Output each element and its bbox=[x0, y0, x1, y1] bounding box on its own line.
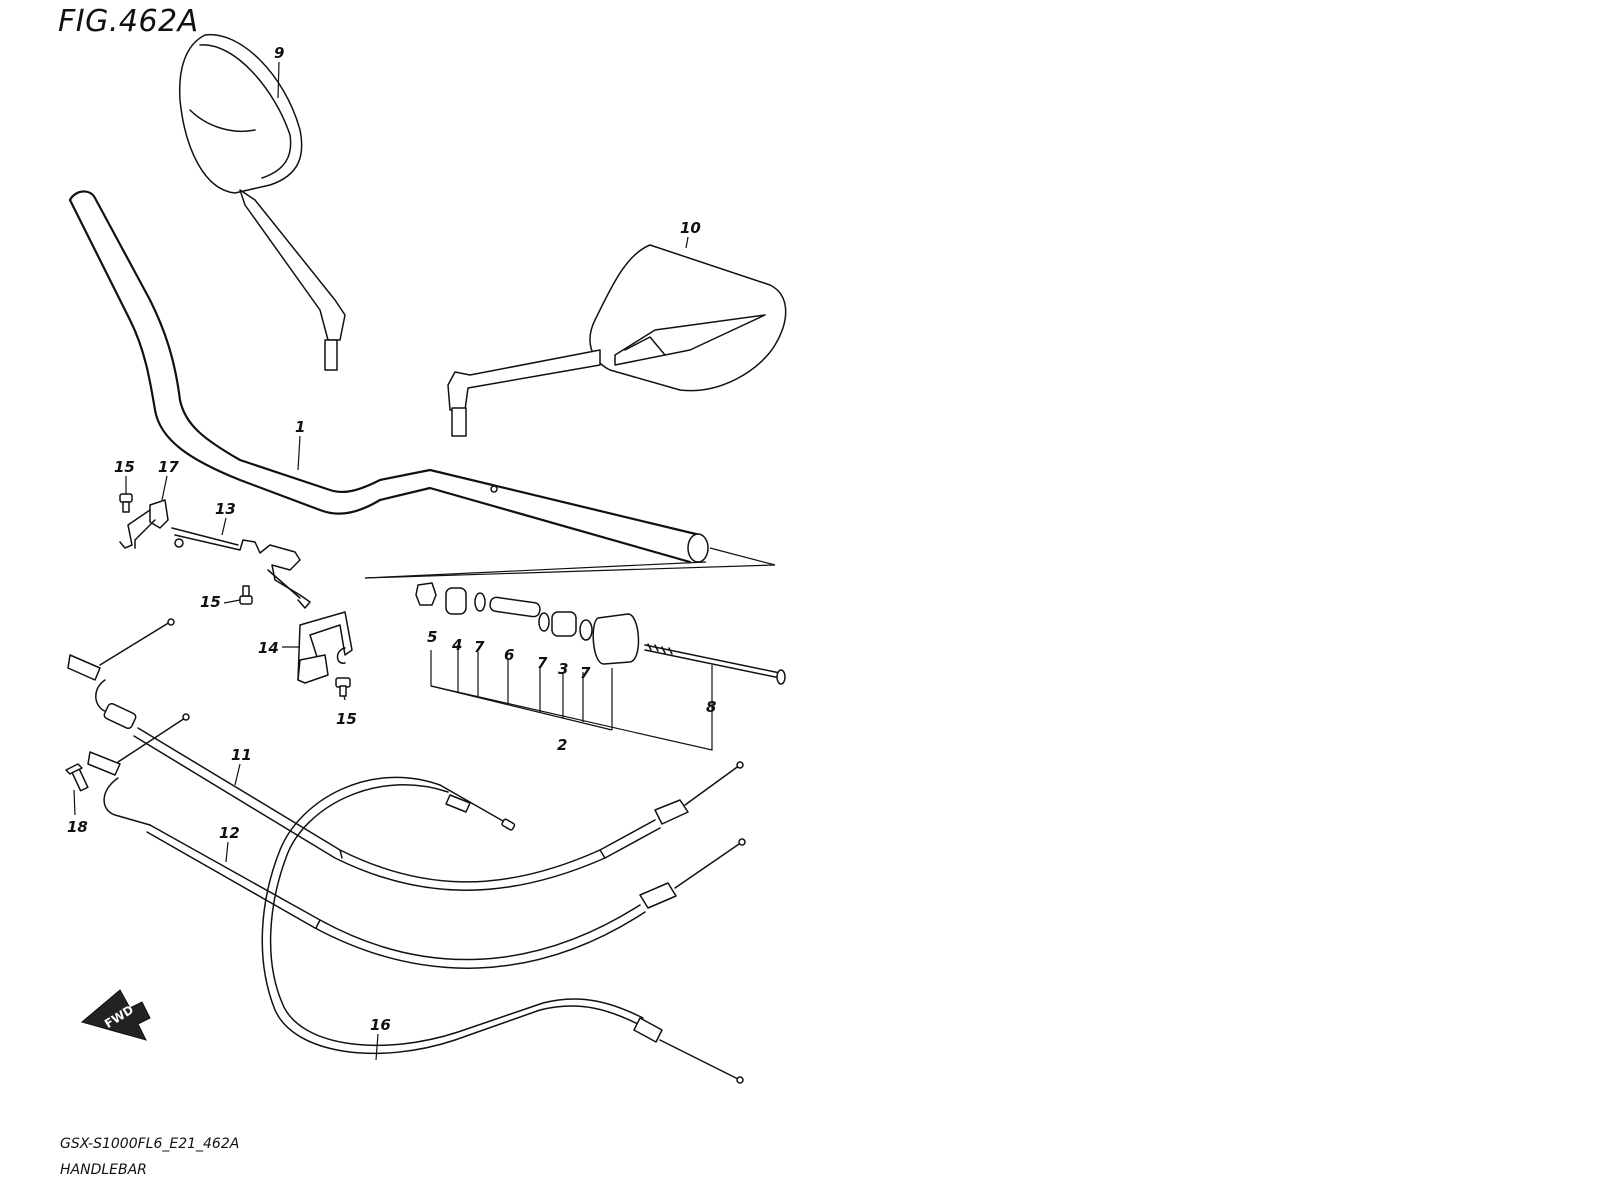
handlebar bbox=[68, 190, 709, 564]
callout-8: 8 bbox=[706, 698, 716, 716]
callout-1: 1 bbox=[295, 418, 305, 436]
forward-arrow-icon: FWD bbox=[80, 989, 151, 1041]
callout-7c: 7 bbox=[580, 664, 591, 682]
mirror-right bbox=[447, 244, 787, 437]
model-code: GSX-S1000FL6_E21_462A bbox=[60, 1136, 240, 1152]
callout-14: 14 bbox=[258, 639, 279, 657]
callout-11: 11 bbox=[231, 746, 252, 764]
callout-10: 10 bbox=[680, 219, 701, 237]
figure-title: FIG.462A bbox=[58, 4, 199, 39]
callout-13: 13 bbox=[215, 500, 236, 518]
mirror-left bbox=[178, 33, 346, 371]
throttle-cable-11 bbox=[67, 618, 744, 891]
callout-2: 2 bbox=[557, 736, 567, 754]
throttle-cable-12 bbox=[87, 713, 746, 969]
screw-15b bbox=[239, 585, 253, 605]
callout-15a: 15 bbox=[114, 458, 135, 476]
bar-end-assembly bbox=[364, 547, 786, 751]
callout-9: 9 bbox=[274, 44, 284, 62]
clutch-cable-16 bbox=[261, 776, 744, 1084]
figure-name: HANDLEBAR bbox=[60, 1162, 147, 1178]
callout-7b: 7 bbox=[537, 654, 548, 672]
callout-3: 3 bbox=[558, 660, 568, 678]
screw-15c bbox=[335, 677, 351, 697]
screw-18 bbox=[65, 763, 89, 792]
cable-bracket bbox=[119, 499, 311, 609]
callout-4: 4 bbox=[451, 636, 462, 654]
callout-7a: 7 bbox=[474, 638, 485, 656]
screw-15a bbox=[119, 493, 133, 513]
callout-16: 16 bbox=[370, 1016, 391, 1034]
callout-17: 17 bbox=[158, 458, 179, 476]
callout-18: 18 bbox=[67, 818, 88, 836]
callout-6: 6 bbox=[504, 646, 514, 664]
callout-15b: 15 bbox=[200, 593, 221, 611]
cable-clamp bbox=[297, 611, 353, 684]
callout-12: 12 bbox=[219, 824, 240, 842]
callout-5: 5 bbox=[427, 628, 437, 646]
callout-15c: 15 bbox=[336, 710, 357, 728]
